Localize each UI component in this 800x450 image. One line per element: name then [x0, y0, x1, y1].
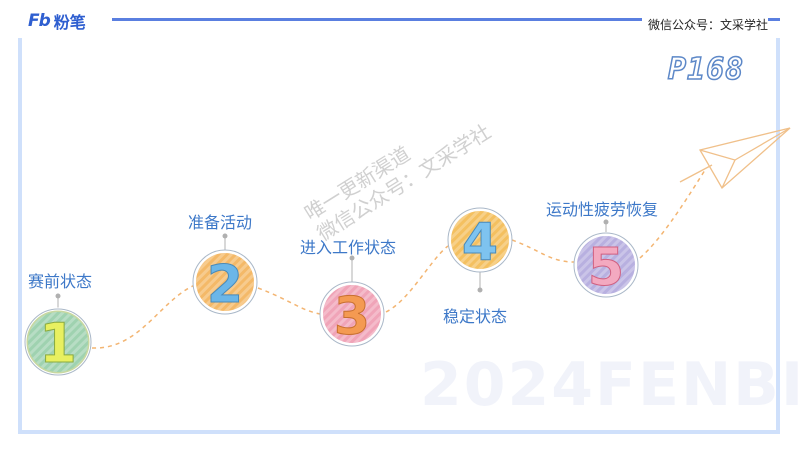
- step-label-2: 准备活动: [188, 213, 253, 232]
- page-number: P168: [667, 51, 745, 88]
- step-label-5: 运动性疲劳恢复: [546, 200, 659, 219]
- step-circle-5: 5: [573, 232, 639, 299]
- step-circle-2: 2: [192, 249, 258, 316]
- background-watermark: 2024FENBI: [420, 350, 800, 420]
- pin-dot-2: [222, 233, 228, 239]
- step-circle-3: 3: [319, 281, 385, 348]
- step-label-1: 赛前状态: [28, 272, 93, 291]
- step-number-1: 1: [39, 312, 77, 375]
- wechat-account: 微信公众号：文采学社: [641, 16, 768, 33]
- step-circle-4: 4: [447, 207, 513, 274]
- step-number-5: 5: [588, 238, 624, 298]
- pin-dot-1: [55, 293, 61, 299]
- pin-dot-5: [603, 219, 609, 225]
- slide-frame: [18, 38, 780, 434]
- step-number-2: 2: [207, 255, 243, 315]
- step-number-3: 3: [334, 287, 370, 347]
- header-divider: [112, 18, 780, 21]
- step-number-4: 4: [462, 213, 498, 273]
- header-bar: Fb 粉笔 微信公众号：文采学社: [0, 0, 800, 40]
- brand-name: 粉笔: [53, 13, 86, 32]
- step-label-4: 稳定状态: [443, 307, 508, 326]
- fenbi-logo-icon: Fb: [28, 11, 51, 31]
- pin-dot-4: [477, 287, 483, 293]
- step-circle-1: 1: [23, 307, 93, 377]
- paper-plane-icon: [679, 127, 791, 190]
- step-label-3: 进入工作状态: [300, 238, 397, 257]
- brand: Fb 粉笔: [28, 10, 86, 32]
- pin-dot-3: [349, 255, 355, 261]
